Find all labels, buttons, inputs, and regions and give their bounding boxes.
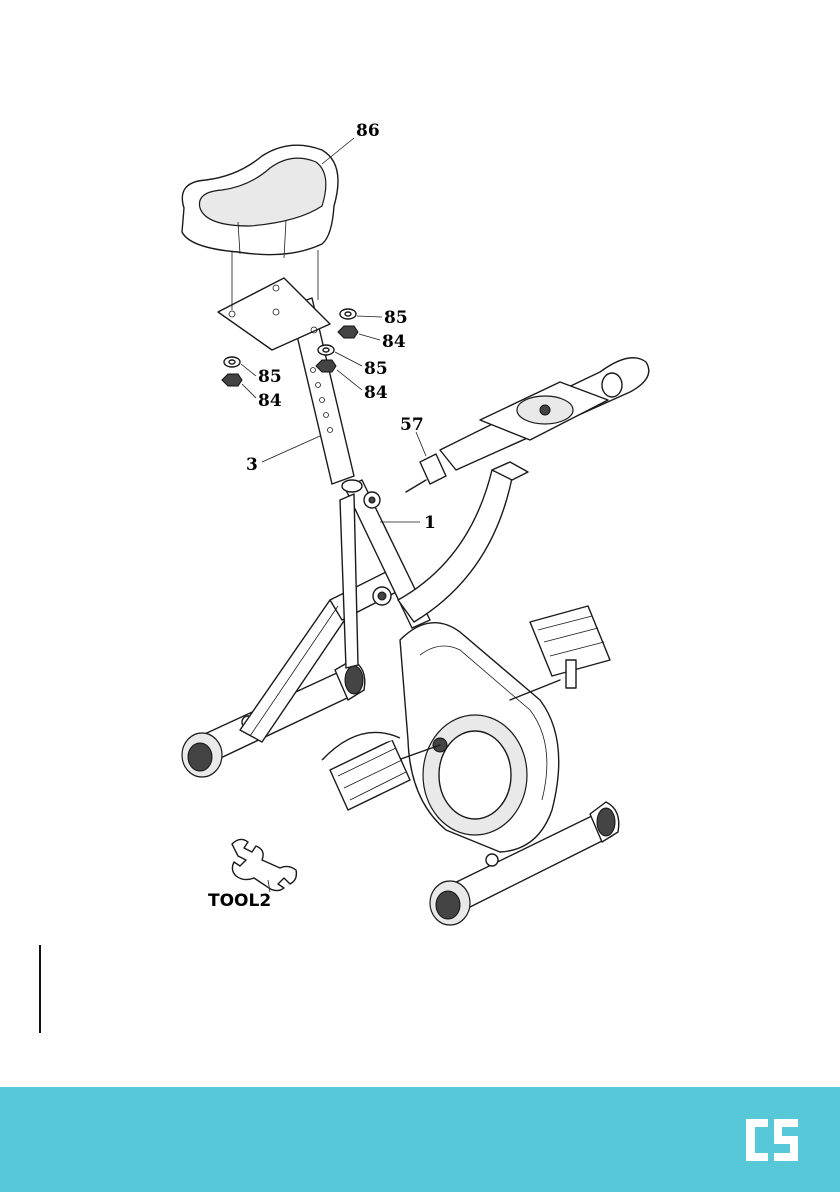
flywheel-housing xyxy=(400,623,559,852)
callout-nut-right-mid: 84 xyxy=(364,383,388,403)
callout-seat: 86 xyxy=(356,121,380,141)
seat xyxy=(182,145,338,310)
footer-bar xyxy=(0,1087,840,1192)
callout-washer-right-top: 85 xyxy=(384,308,408,328)
front-tube xyxy=(398,462,528,622)
brand-logo xyxy=(742,1115,802,1165)
callout-washer-right-mid: 85 xyxy=(364,359,388,379)
callout-nut-right-top: 84 xyxy=(382,332,406,352)
washer-nut-left xyxy=(222,357,242,386)
callout-nut-left: 84 xyxy=(258,391,282,411)
exercise-bike-assembly-diagram: 86 85 84 85 84 85 84 57 3 1 TOOL2 xyxy=(0,0,840,1080)
handlebar xyxy=(440,358,649,470)
tool-label: TOOL2 xyxy=(208,891,271,911)
callout-seat-post: 3 xyxy=(246,455,258,475)
washer-nut-right-top xyxy=(338,309,358,338)
adjustment-knob xyxy=(406,454,446,492)
side-rule xyxy=(39,945,41,1033)
wrench-icon xyxy=(232,839,296,892)
callout-frame: 1 xyxy=(424,513,436,533)
callout-knob: 57 xyxy=(400,415,424,435)
callout-washer-left: 85 xyxy=(258,367,282,387)
